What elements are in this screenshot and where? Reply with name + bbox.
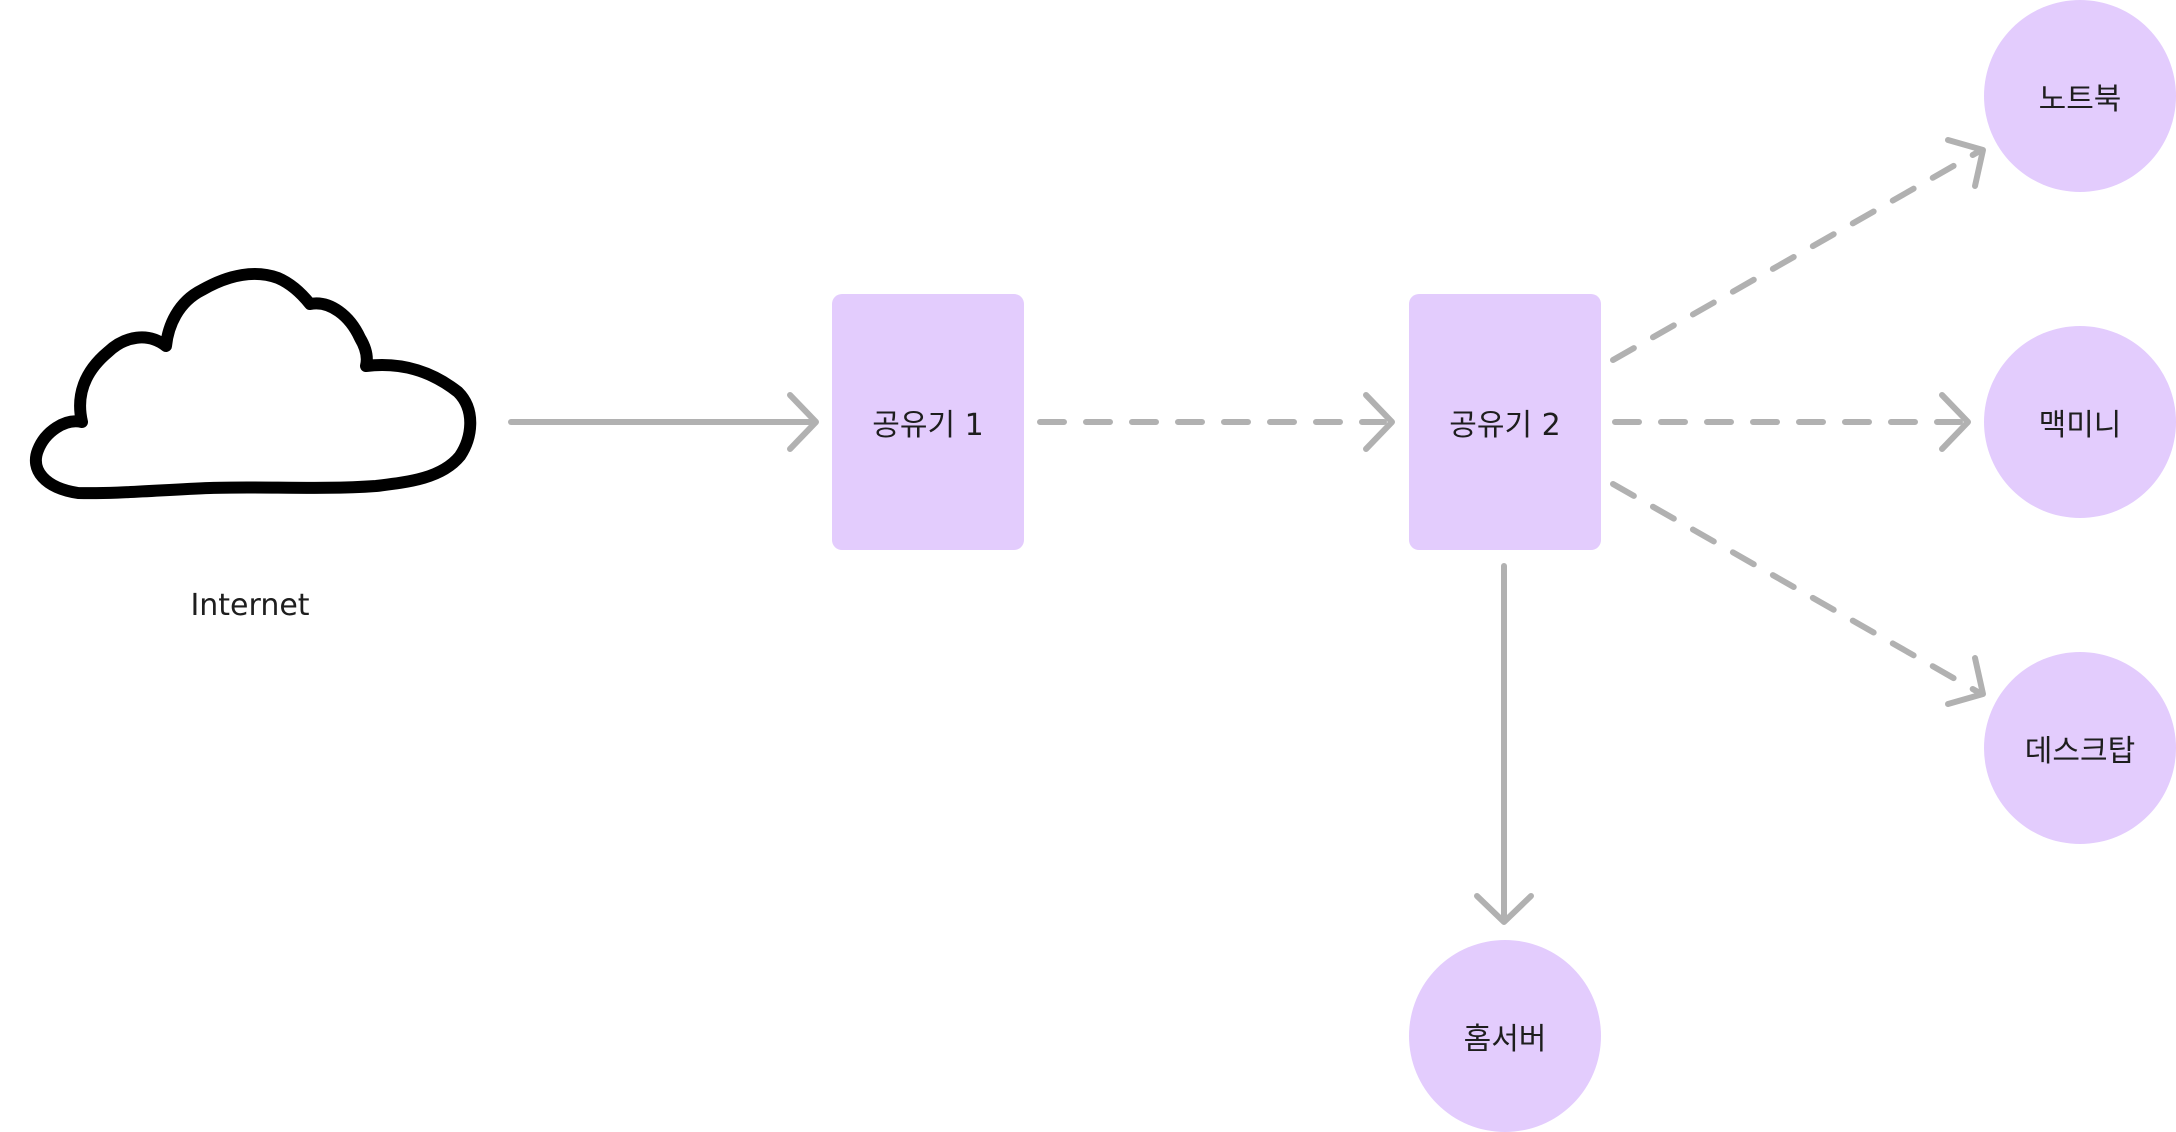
macmini-node: 맥미니	[1984, 326, 2176, 518]
homeserver-label: 홈서버	[1463, 1022, 1547, 1057]
router-1-node: 공유기 1	[832, 294, 1024, 550]
edge-router-2-desktop	[1610, 481, 1986, 707]
edge-router-2-homeserver	[1474, 563, 1534, 925]
router-2-label: 공유기 2	[1449, 408, 1561, 443]
desktop-label: 데스크탑	[2024, 734, 2136, 769]
macmini-label: 맥미니	[2038, 408, 2122, 443]
internet-label: Internet	[190, 588, 310, 623]
notebook-label: 노트북	[2038, 82, 2122, 117]
router-2-node: 공유기 2	[1409, 294, 1601, 550]
cloud-icon	[30, 268, 477, 500]
edge-router-2-notebook	[1610, 137, 1986, 363]
router-1-label: 공유기 1	[872, 408, 984, 443]
edge-router-1-router-2	[1037, 392, 1395, 452]
notebook-node: 노트북	[1984, 0, 2176, 192]
homeserver-node: 홈서버	[1409, 940, 1601, 1132]
desktop-node: 데스크탑	[1984, 652, 2176, 844]
edge-router-2-macmini	[1612, 392, 1971, 452]
edge-internet-router-1	[508, 392, 819, 452]
